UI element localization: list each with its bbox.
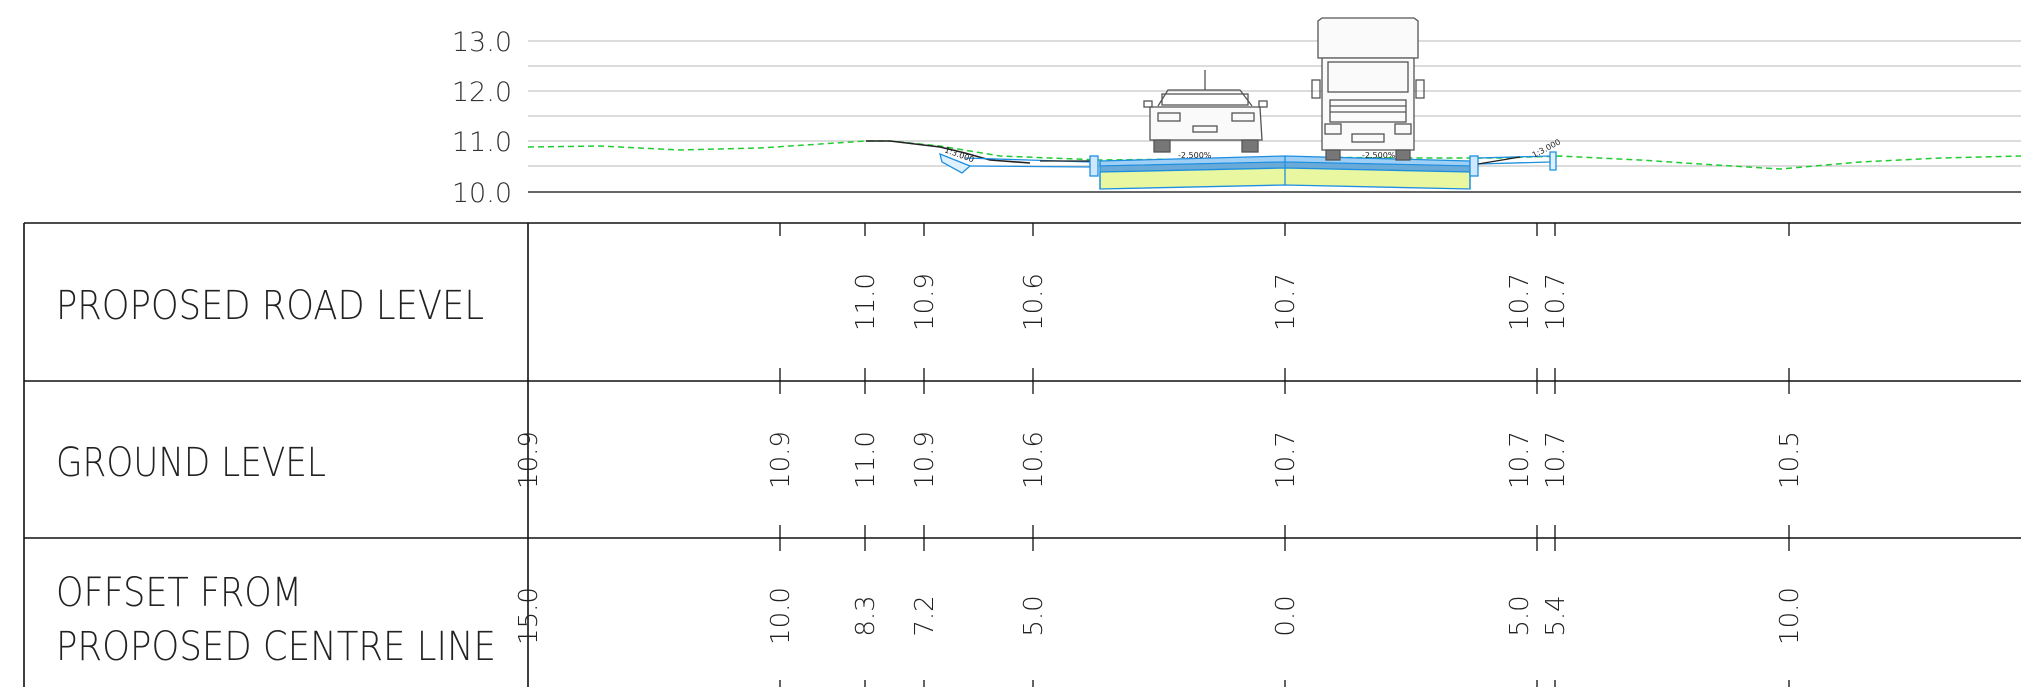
left-fall-label: -2.500% bbox=[1178, 151, 1212, 160]
offset-value: 15.0 bbox=[514, 587, 544, 645]
level-grid bbox=[528, 40, 2021, 167]
offset-value: 0.0 bbox=[1271, 595, 1301, 636]
ground-level-value: 10.9 bbox=[766, 431, 796, 489]
proposed-level-value: 10.6 bbox=[1019, 273, 1049, 331]
verge-line bbox=[866, 140, 1031, 164]
level-tick-label: 11.0 bbox=[452, 127, 512, 158]
ground-level-value: 10.7 bbox=[1271, 431, 1301, 489]
ground-level-value: 10.7 bbox=[1505, 431, 1535, 489]
level-axis: 13.0 12.0 11.0 10.0 bbox=[452, 27, 512, 209]
carriageway-pavement bbox=[1099, 155, 1471, 190]
ground-level-value: 10.7 bbox=[1541, 431, 1571, 489]
column-ticks bbox=[779, 223, 1790, 687]
row-label-offset-line1: OFFSET FROM bbox=[56, 570, 302, 616]
row-label-ground-level: GROUND LEVEL bbox=[56, 440, 326, 486]
ground-level-value: 10.9 bbox=[910, 431, 940, 489]
ground-level-value: 10.6 bbox=[1019, 431, 1049, 489]
row-label-proposed-road-level: PROPOSED ROAD LEVEL bbox=[56, 283, 484, 329]
right-verge bbox=[1477, 151, 1557, 171]
row-label-offset-line2: PROPOSED CENTRE LINE bbox=[56, 624, 496, 670]
offset-value: 5.0 bbox=[1505, 595, 1535, 636]
offset-value: 10.0 bbox=[1775, 587, 1805, 645]
right-kerb bbox=[1469, 155, 1479, 177]
level-tick-label: 13.0 bbox=[452, 27, 512, 58]
proposed-level-value: 10.7 bbox=[1271, 273, 1301, 331]
offset-value: 10.0 bbox=[766, 587, 796, 645]
truck-icon bbox=[1311, 17, 1425, 161]
offset-value: 5.0 bbox=[1019, 595, 1049, 636]
proposed-level-value: 10.7 bbox=[1541, 273, 1571, 331]
ground-level-value: 10.5 bbox=[1775, 431, 1805, 489]
offset-value: 7.2 bbox=[910, 595, 940, 636]
proposed-level-value: 10.7 bbox=[1505, 273, 1535, 331]
offset-value: 8.3 bbox=[851, 595, 881, 636]
right-fall-label: -2.500% bbox=[1362, 151, 1396, 160]
offset-value: 5.4 bbox=[1541, 595, 1571, 636]
ground-level-value: 10.9 bbox=[514, 431, 544, 489]
car-icon bbox=[1143, 70, 1268, 153]
proposed-level-value: 10.9 bbox=[910, 273, 940, 331]
left-kerb bbox=[1089, 155, 1099, 177]
ground-level-value: 11.0 bbox=[851, 431, 881, 489]
proposed-level-value: 11.0 bbox=[851, 273, 881, 331]
level-tick-label: 10.0 bbox=[452, 178, 512, 209]
level-tick-label: 12.0 bbox=[452, 77, 512, 108]
data-table-frame bbox=[23, 222, 2021, 687]
